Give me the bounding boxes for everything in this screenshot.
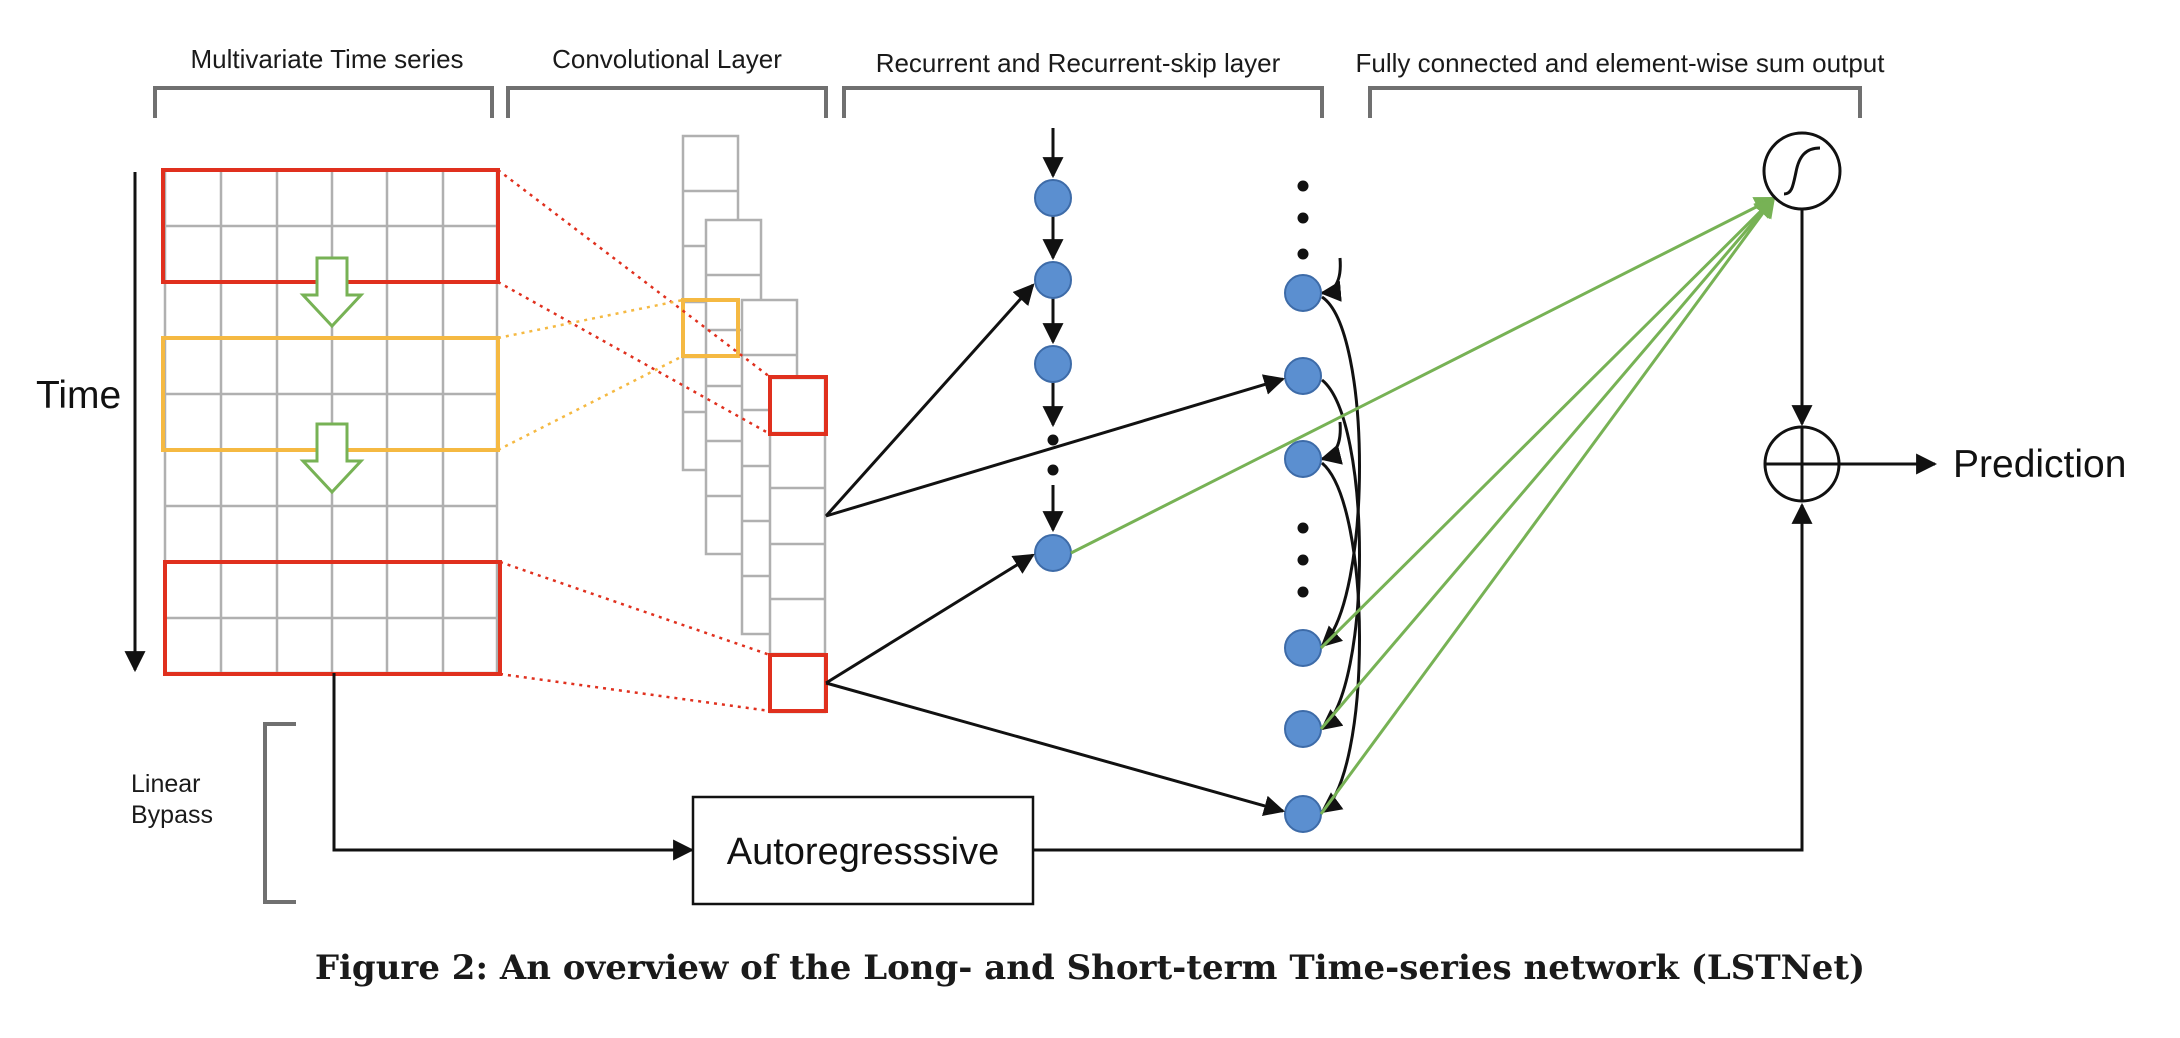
slide-arrow-1-icon (299, 256, 365, 329)
input-grid (163, 168, 499, 675)
section-title-recurrent: Recurrent and Recurrent-skip layer (876, 48, 1281, 78)
recurrent-node (1034, 345, 1072, 383)
fully-connected-lines (1070, 196, 1776, 815)
bypass-input-arrow (332, 673, 695, 861)
bypass-label: Bypass (131, 801, 213, 829)
slide-arrow-2-icon (299, 422, 365, 495)
linear-bypass-bracket (263, 722, 296, 904)
linear-label: Linear (131, 770, 201, 798)
skip-node (1284, 440, 1322, 478)
skip-connections (1319, 257, 1361, 814)
section-title-convolutional: Convolutional Layer (552, 44, 782, 74)
conv-projection-lines (497, 169, 771, 713)
recurrent-node (1034, 261, 1072, 299)
prediction-label: Prediction (1953, 443, 2126, 486)
skip-node (1284, 274, 1322, 312)
skip-node (1284, 795, 1322, 833)
conv-cell-red-top (768, 375, 828, 436)
bypass-output-arrow (1033, 502, 1813, 852)
sigmoid-node-icon (1762, 131, 1842, 211)
conv-to-recurrent-arrows (824, 283, 1286, 817)
autoregressive-label: Autoregresssive (727, 831, 999, 873)
conv-feature-maps (681, 134, 827, 714)
section-brackets (153, 86, 1862, 118)
recurrent-nodes (1034, 179, 1072, 572)
recurrent-node (1034, 534, 1072, 572)
skip-node (1284, 357, 1322, 395)
conv-cell-yellow (681, 298, 740, 358)
section-title-multivariate: Multivariate Time series (190, 44, 463, 74)
skip-node (1284, 629, 1322, 667)
sigmoid-curve-icon (1783, 146, 1821, 196)
figure-caption: Figure 2: An overview of the Long- and S… (314, 948, 1866, 988)
recurrent-node (1034, 179, 1072, 217)
skip-dots (1297, 180, 1309, 598)
time-label: Time (36, 374, 121, 417)
section-title-fully-connected: Fully connected and element-wise sum out… (1356, 48, 1886, 78)
recurrent-dots (1047, 434, 1059, 476)
skip-node (1284, 710, 1322, 748)
skip-nodes (1284, 274, 1322, 833)
